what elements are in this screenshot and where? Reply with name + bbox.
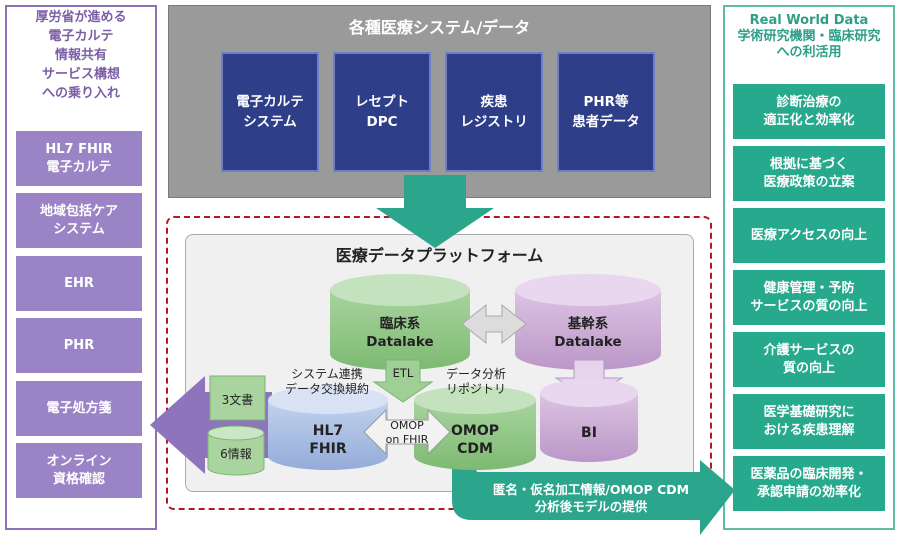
right-item-basic-research: 医学基礎研究における疾患理解	[733, 394, 885, 449]
etl-down-arrow	[372, 359, 434, 403]
right-item-nursing-care: 介護サービスの質の向上	[733, 332, 885, 387]
cdm-caption: データ分析リポジトリ	[445, 367, 506, 396]
output-teal-arrow	[452, 455, 735, 535]
left-item-community-care: 地域包括ケアシステム	[16, 193, 142, 248]
fhir-caption: システム連携データ交換規約	[284, 367, 369, 396]
hl7-fhir-cylinder	[268, 386, 388, 470]
right-item-diagnosis: 診断治療の適正化と効率化	[733, 84, 885, 139]
left-panel-title: 厚労省が進める 電子カルテ 情報共有 サービス構想 への乗り入れ	[35, 10, 127, 101]
right-item-policy: 根拠に基づく医療政策の立案	[733, 146, 885, 201]
info-label: 6情報	[220, 446, 252, 461]
core-datalake-cylinder	[515, 274, 661, 370]
omop-on-fhir-arrow	[363, 408, 451, 456]
info-cylinder	[207, 425, 265, 476]
omop-cdm-cylinder	[414, 386, 536, 470]
clinical-datalake-cylinder	[330, 274, 470, 370]
right-panel-title: Real World Data 学術研究機関・臨床研究 への利活用	[737, 13, 881, 60]
system-disease-registry: 疾患レジストリ	[445, 52, 543, 172]
bi-label: BI	[581, 425, 597, 441]
medical-systems-title: 各種医療システム/データ	[348, 18, 531, 37]
documents-label: 3文書	[221, 392, 254, 407]
right-item-clinical-development: 医薬品の臨床開発・承認申請の効率化	[733, 456, 885, 511]
system-ehr: 電子カルテシステム	[221, 52, 319, 172]
platform-title: 医療データプラットフォーム	[335, 246, 544, 265]
system-phr: PHR等患者データ	[557, 52, 655, 172]
bi-cylinder	[540, 379, 638, 462]
etl-label: ETL	[392, 366, 414, 380]
left-item-online-qualification: オンライン資格確認	[16, 443, 142, 498]
left-item-phr: PHR	[16, 318, 142, 373]
double-arrow	[461, 303, 527, 345]
documents-box	[209, 375, 266, 421]
right-item-access: 医療アクセスの向上	[733, 208, 885, 263]
teal-down-arrow	[376, 175, 494, 248]
left-item-e-prescription: 電子処方箋	[16, 381, 142, 436]
left-item-ehr: EHR	[16, 256, 142, 311]
right-item-health-management: 健康管理・予防サービスの質の向上	[733, 270, 885, 325]
